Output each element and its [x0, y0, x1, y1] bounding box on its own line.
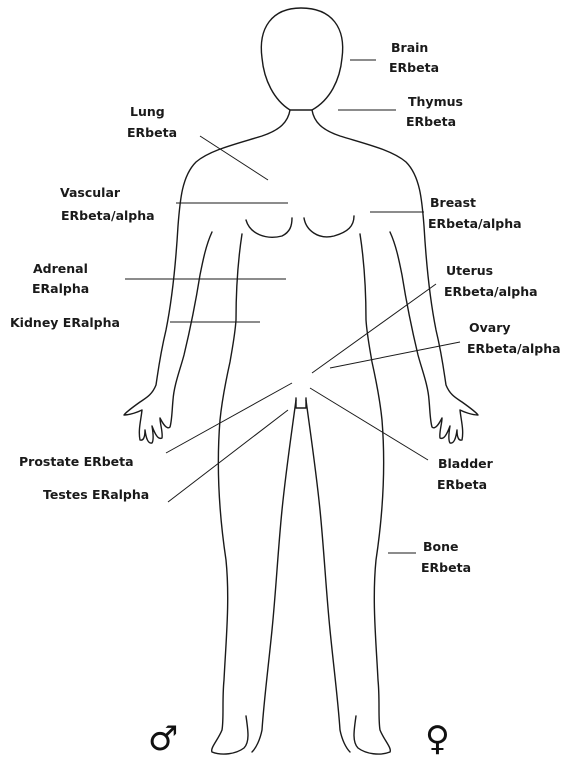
prostate-leader	[166, 383, 292, 453]
female-symbol-icon: ♀	[425, 719, 450, 759]
head-outline	[261, 8, 342, 110]
inner-leg-right	[306, 400, 350, 752]
breast-label-name: Breast	[430, 195, 476, 210]
uterus-label-receptor: ERbeta/alpha	[444, 284, 538, 299]
body-left-outline	[124, 110, 290, 443]
prostate-label: Prostate ERbeta	[19, 454, 134, 469]
adrenal-label-name: Adrenal	[33, 261, 88, 276]
thymus-label-name: Thymus	[408, 94, 463, 109]
breast-right	[304, 216, 354, 237]
bone-label-name: Bone	[423, 539, 459, 554]
male-symbol-icon: ♂	[148, 719, 178, 759]
bladder-label-receptor: ERbeta	[437, 477, 487, 492]
bladder-label-name: Bladder	[438, 456, 494, 471]
lung-label-receptor: ERbeta	[127, 125, 177, 140]
breast-left	[246, 218, 292, 237]
brain-label-receptor: ERbeta	[389, 60, 439, 75]
lung-label-name: Lung	[130, 104, 165, 119]
crotch-mark	[296, 398, 306, 408]
inner-leg-left	[252, 400, 296, 752]
vascular-label-receptor: ERbeta/alpha	[61, 208, 155, 223]
brain-label-name: Brain	[391, 40, 428, 55]
torso-right-edge	[354, 234, 390, 754]
breast-label-receptor: ERbeta/alpha	[428, 216, 522, 231]
ovary-label-receptor: ERbeta/alpha	[467, 341, 561, 356]
testes-label: Testes ERalpha	[43, 487, 149, 502]
torso-left-edge	[212, 234, 248, 754]
adrenal-label-receptor: ERalpha	[32, 281, 89, 296]
testes-leader	[168, 410, 288, 502]
thymus-label-receptor: ERbeta	[406, 114, 456, 129]
bone-label-receptor: ERbeta	[421, 560, 471, 575]
bladder-leader	[310, 388, 428, 460]
lung-leader	[200, 136, 268, 180]
organ-labels: Brain ERbeta Thymus ERbeta Lung ERbeta V…	[10, 40, 561, 575]
ovary-label-name: Ovary	[469, 320, 511, 335]
vascular-label-name: Vascular	[60, 185, 121, 200]
kidney-label: Kidney ERalpha	[10, 315, 120, 330]
uterus-label-name: Uterus	[446, 263, 493, 278]
